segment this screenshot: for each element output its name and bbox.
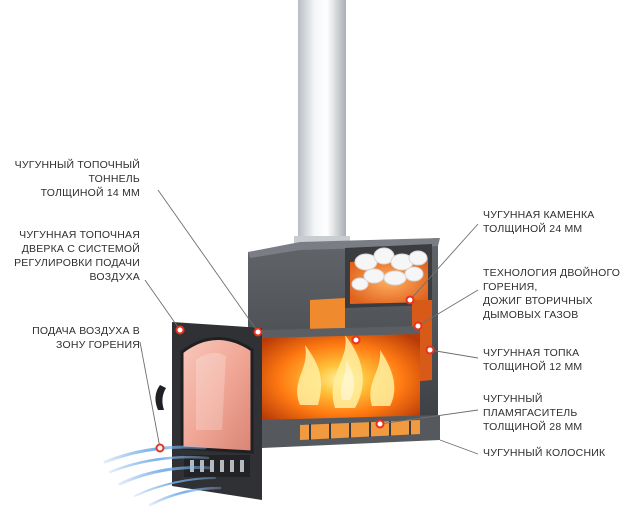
label-grate: ЧУГУННЫЙ КОЛОСНИК	[483, 447, 606, 459]
label-stones: ЧУГУННАЯ КАМЕНКА ТОЛЩИНОЙ 24 ММ	[483, 209, 595, 235]
marker-stones	[405, 295, 415, 305]
label-air: ПОДАЧА ВОЗДУХА В ЗОНУ ГОРЕНИЯ	[32, 325, 140, 351]
label-firebox: ЧУГУННАЯ ТОПКА ТОЛЩИНОЙ 12 ММ	[483, 347, 583, 373]
grate-area	[262, 415, 440, 448]
stone-compartment	[345, 244, 432, 308]
marker-top-fire	[351, 335, 361, 345]
marker-afterburn	[413, 321, 423, 331]
flames	[297, 335, 395, 408]
label-flame-arrester: ЧУГУННЫЙ ПЛАМЯГАСИТЕЛЬ ТОЛЩИНОЙ 28 ММ	[483, 393, 583, 433]
marker-flame-arrester	[375, 419, 385, 429]
label-afterburn: ТЕХНОЛОГИЯ ДВОЙНОГО ГОРЕНИЯ, ДОЖИГ ВТОРИ…	[483, 267, 621, 321]
label-tunnel: ЧУГУННЫЙ ТОПОЧНЫЙ ТОННЕЛЬ ТОЛЩИНОЙ 14 ММ	[14, 159, 140, 199]
air-flow-streams	[103, 445, 222, 507]
chimney-pipe	[294, 0, 350, 252]
marker-air	[155, 443, 165, 453]
fire-door	[155, 322, 262, 500]
sauna-stones	[351, 247, 428, 291]
label-door: ЧУГУННАЯ ТОПОЧНАЯ ДВЕРКА С СИСТЕМОЙ РЕГУ…	[14, 229, 140, 283]
leader-lines	[139, 189, 479, 455]
firebox	[262, 326, 420, 420]
marker-firebox	[425, 345, 435, 355]
marker-tunnel	[253, 327, 263, 337]
marker-door	[175, 325, 185, 335]
callout-markers	[155, 295, 435, 453]
